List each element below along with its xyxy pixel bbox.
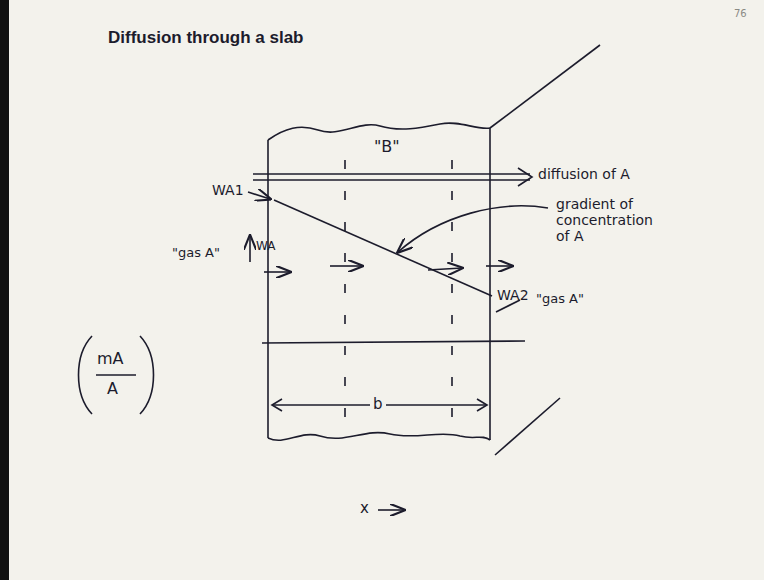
- perspective-line: [495, 398, 560, 455]
- concentration-line: [274, 200, 492, 296]
- leader-arrow: [248, 192, 270, 199]
- diffusion-arrow: [253, 179, 530, 181]
- dashed-plane: [344, 160, 346, 425]
- material-label: "B": [374, 138, 400, 156]
- flow-arrow: [486, 265, 512, 267]
- fraction-bar: [96, 374, 136, 376]
- flux-symbol: WA: [256, 240, 275, 254]
- parenthesis: [79, 336, 93, 414]
- callout-arrow: [398, 206, 548, 252]
- flow-arrow: [264, 271, 290, 273]
- parenthesis: [140, 336, 154, 414]
- axis-label: x: [360, 500, 369, 517]
- concentration-symbol: WA1: [212, 182, 244, 198]
- diffusion-arrow: [253, 173, 530, 175]
- frame-edge: [0, 0, 9, 580]
- slab-left-face: [267, 140, 269, 438]
- flow-arrow: [428, 268, 462, 270]
- slide-title: Diffusion through a slab: [108, 28, 304, 48]
- flow-arrow: [330, 265, 362, 267]
- dimension-label: b: [370, 396, 386, 413]
- phase-label: "gas A": [172, 246, 220, 261]
- axis-arrow: [378, 509, 404, 511]
- dimension-arrowhead: [272, 399, 282, 411]
- slab-region: "B": [270, 132, 488, 432]
- slab-line: [262, 341, 525, 343]
- dimension-arrowhead: [477, 399, 487, 411]
- fraction-denominator: A: [107, 380, 118, 398]
- concentration-symbol: WA2: [497, 287, 529, 303]
- perspective-line: [490, 45, 600, 128]
- phase-label: "gas A": [536, 292, 584, 307]
- callout-text: gradient of concentration of A: [556, 196, 656, 244]
- flow-label: diffusion of A: [538, 166, 630, 182]
- diffusion-arrowhead: [518, 168, 532, 186]
- flux-arrow: [249, 236, 251, 262]
- slab-bottom-break: [268, 433, 490, 441]
- dashed-plane: [451, 160, 453, 425]
- page-number: 76: [734, 8, 747, 20]
- fraction-numerator: mA: [97, 350, 124, 368]
